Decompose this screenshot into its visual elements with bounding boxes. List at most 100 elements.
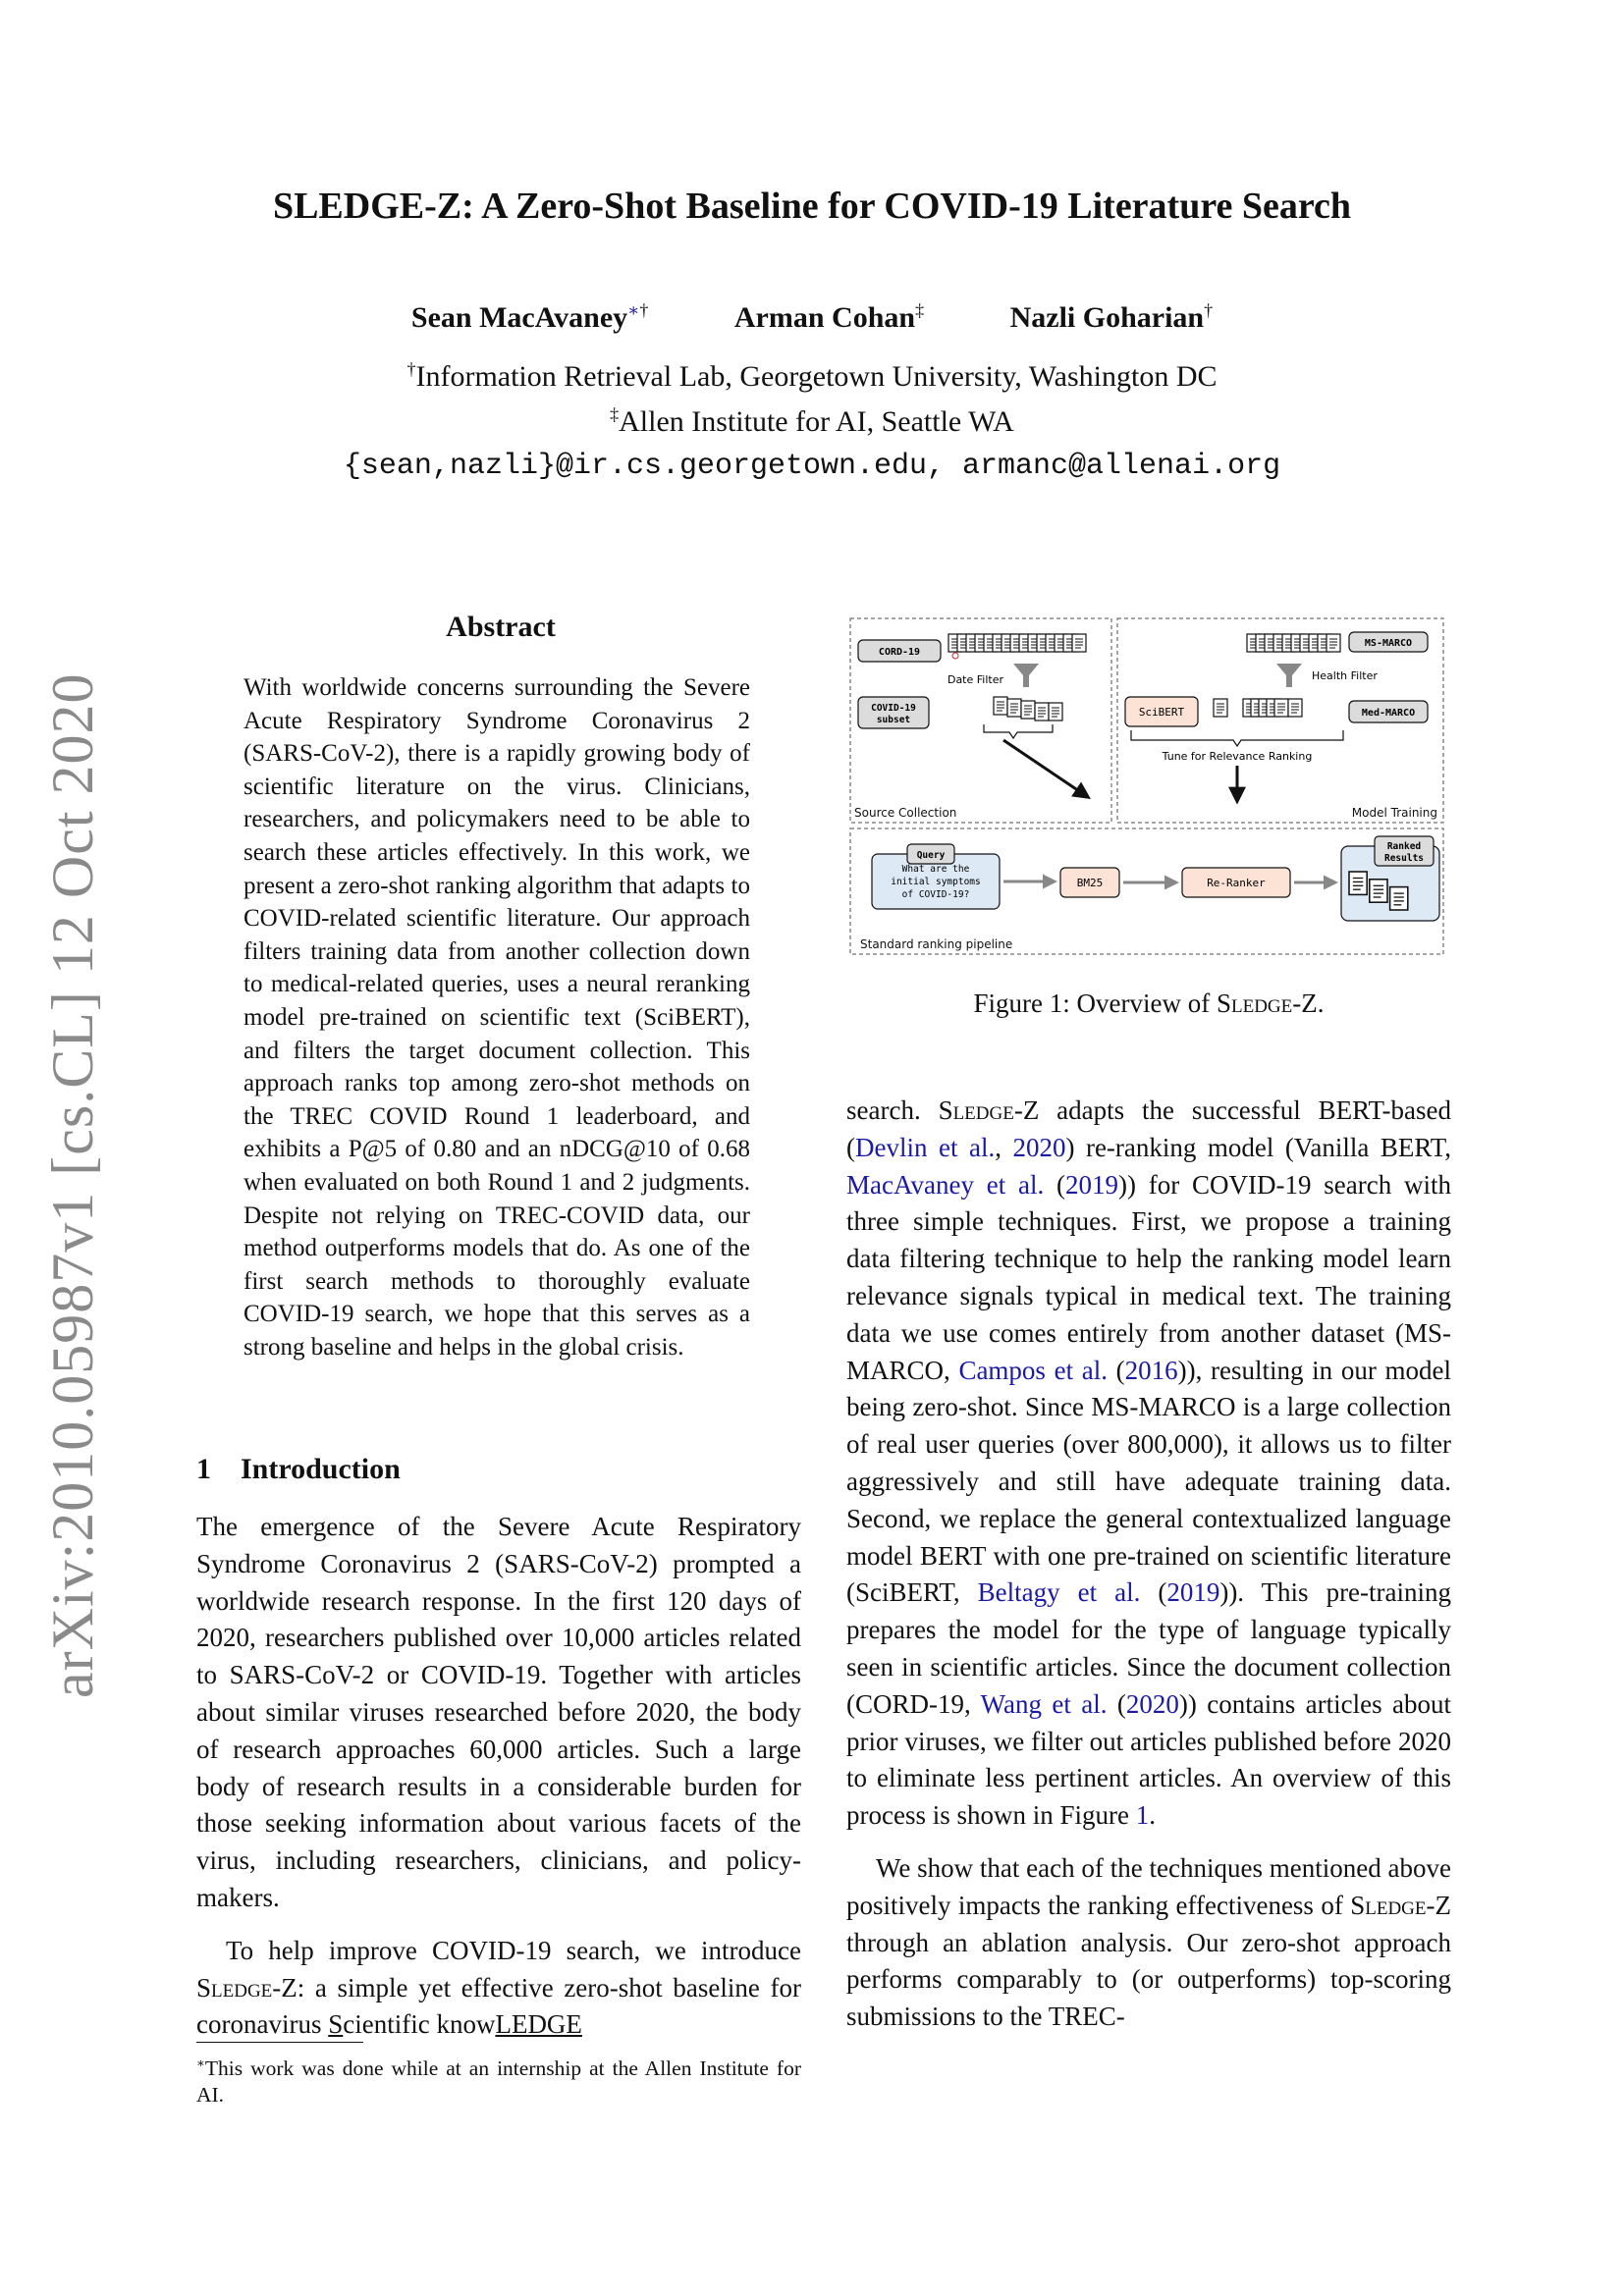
r1-text-e: ( — [1044, 1169, 1065, 1200]
figure-1-ref-link[interactable]: 1 — [1135, 1800, 1150, 1831]
affiliation-1-text: Information Retrieval Lab, Georgetown Un… — [415, 360, 1218, 393]
cord19-label: CORD-19 — [879, 647, 920, 658]
footnote: ∗This work was done while at an internsh… — [196, 2050, 801, 2109]
source-brace — [983, 724, 1054, 740]
r1-text-k: ( — [1107, 1688, 1126, 1719]
caption-sledge: Sledge — [1216, 988, 1293, 1018]
query-text-line-1: What are the — [902, 864, 970, 875]
scibert-label: SciBERT — [1139, 706, 1185, 719]
figure-1-diagram: Source Collection Model Training Standar… — [849, 617, 1444, 955]
author-2-affil-mark: ‡ — [915, 300, 925, 320]
reranker-label: Re-Ranker — [1207, 877, 1266, 889]
query-tag — [906, 843, 955, 865]
section-number: 1 — [196, 1453, 211, 1485]
citation-wang-year-link[interactable]: 2020 — [1125, 1688, 1179, 1719]
acronym-letter-s: S — [328, 2009, 344, 2040]
r1-text-c: , — [995, 1132, 1013, 1162]
footnote-mark: ∗ — [196, 2056, 205, 2070]
citation-devlin-link[interactable]: Devlin et al. — [855, 1132, 996, 1162]
r1-text-l: )) contains articles about prior viruses… — [846, 1688, 1452, 1831]
covid-subset-box — [857, 696, 930, 729]
citation-beltagy-link[interactable]: Beltagy et al. — [977, 1577, 1141, 1608]
abstract-heading: Abstract — [446, 611, 556, 643]
scibert-box — [1124, 696, 1199, 727]
training-brace — [1130, 730, 1344, 748]
r1-text-a: search. — [846, 1095, 939, 1125]
cord19-box — [857, 639, 942, 663]
collection-to-bm25-arrow — [1002, 738, 1091, 800]
affiliation-2-text: Allen Institute for AI, Seattle WA — [619, 405, 1014, 438]
covid-subset-label-1: COVID-19 — [871, 703, 916, 714]
r1-text-b: -Z adapts the successful BERT-based ( — [846, 1095, 1452, 1162]
ranked-results-tag — [1374, 835, 1435, 867]
intro-p2-text-a: To help improve COVID-19 search, we intr… — [226, 1935, 801, 1965]
r2-sledge: Sledge — [1350, 1890, 1427, 1920]
author-1-name: Sean MacAvaney — [410, 301, 628, 334]
affiliation-2-mark: ‡ — [610, 404, 620, 424]
left-column-body: The emergence of the Severe Acute Respir… — [196, 1509, 801, 2044]
intro-paragraph-2: To help improve COVID-19 search, we intr… — [196, 1933, 801, 2044]
intro-p2-text-c: cientific know — [343, 2009, 496, 2040]
r2-text-b: -Z through an ablation analysis. Our zer… — [846, 1890, 1451, 2032]
author-3: Nazli Goharian† — [1009, 300, 1214, 334]
health-filter-label: Health Filter — [1312, 669, 1378, 682]
citation-beltagy-year-link[interactable]: 2019 — [1166, 1577, 1220, 1608]
cord19-doc-stack — [947, 633, 1087, 660]
med-marco-box — [1348, 700, 1429, 723]
author-2: Arman Cohan‡ — [733, 300, 925, 334]
query-text-line-2: initial symptoms — [891, 877, 981, 887]
med-marco-label: Med-MARCO — [1362, 708, 1415, 719]
pipeline-label: Standard ranking pipeline — [860, 937, 1012, 951]
author-3-affil-mark: † — [1204, 300, 1214, 320]
author-3-name: Nazli Goharian — [1009, 301, 1205, 334]
author-1-affil-mark: † — [639, 300, 649, 320]
bm25-label: BM25 — [1077, 877, 1104, 889]
ranked-results-label-2: Results — [1384, 853, 1424, 864]
health-filter-funnel — [1276, 664, 1302, 687]
arxiv-identifier: arXiv:2010.05987v1 [cs.CL] 12 Oct 2020 — [40, 672, 105, 1698]
tune-label: Tune for Relevance Ranking — [1162, 750, 1313, 763]
citation-macavaney-year-link[interactable]: 2019 — [1065, 1169, 1118, 1200]
section-title: Introduction — [241, 1453, 401, 1485]
section-heading-introduction: 1 Introduction — [196, 1453, 401, 1486]
affiliation-2: ‡Allen Institute for AI, Seattle WA — [0, 404, 1624, 439]
citation-campos-year-link[interactable]: 2016 — [1124, 1355, 1178, 1385]
r1-text-h: )), resulting in our model being zero-sh… — [846, 1355, 1451, 1608]
author-1-footnote-mark[interactable]: ∗ — [627, 300, 640, 320]
date-filter-funnel — [1013, 664, 1039, 687]
query-text-line-3: of COVID-19? — [902, 889, 970, 900]
caption-text-b: -Z. — [1292, 988, 1325, 1018]
ranked-results-label-1: Ranked — [1387, 841, 1422, 852]
figure-1-caption: Figure 1: Overview of Sledge-Z. — [846, 988, 1451, 1019]
abstract-text: With worldwide concerns surrounding the … — [244, 674, 750, 1361]
med-marco-doc-stack — [1213, 698, 1303, 718]
paper-title: SLEDGE-Z: A Zero-Shot Baseline for COVID… — [272, 186, 1352, 227]
author-list: Sean MacAvaney∗† Arman Cohan‡ Nazli Goha… — [0, 300, 1624, 335]
model-training-label: Model Training — [1352, 806, 1437, 820]
reranker-box — [1181, 867, 1291, 898]
citation-wang-link[interactable]: Wang et al. — [980, 1688, 1108, 1719]
author-1: Sean MacAvaney∗† — [410, 300, 649, 334]
msmarco-doc-stack — [1246, 633, 1341, 653]
footnote-text: This work was done while at an internshi… — [196, 2056, 801, 2108]
r1-text-m: . — [1149, 1800, 1156, 1831]
r2-text-a: We show that each of the techniques ment… — [846, 1852, 1451, 1920]
citation-devlin-year-link[interactable]: 2020 — [1012, 1132, 1066, 1162]
sledge-name: Sledge — [196, 1972, 273, 2002]
r1-text-i: ( — [1140, 1577, 1167, 1608]
source-collection-label: Source Collection — [854, 806, 956, 820]
citation-campos-link[interactable]: Campos et al. — [958, 1355, 1108, 1385]
msmarco-label: MS-MARCO — [1365, 638, 1412, 649]
citation-macavaney-link[interactable]: MacAvaney et al. — [846, 1169, 1045, 1200]
r1-sledge: Sledge — [938, 1095, 1014, 1125]
affiliation-1-mark: † — [406, 359, 416, 379]
acronym-letters-ledge: LEDGE — [495, 2009, 582, 2040]
r1-text-f: )) for COVID-19 search with three simple… — [846, 1169, 1452, 1385]
r1-text-g: ( — [1107, 1355, 1125, 1385]
bm25-box — [1059, 867, 1120, 898]
caption-text-a: Figure 1: Overview of — [973, 988, 1217, 1018]
r1-text-j: )). This pre-training prepares the model… — [846, 1577, 1452, 1719]
right-paragraph-2: We show that each of the techniques ment… — [846, 1850, 1451, 2036]
right-paragraph-1: search. Sledge-Z adapts the successful B… — [846, 1093, 1451, 1835]
author-2-name: Arman Cohan — [733, 301, 916, 334]
